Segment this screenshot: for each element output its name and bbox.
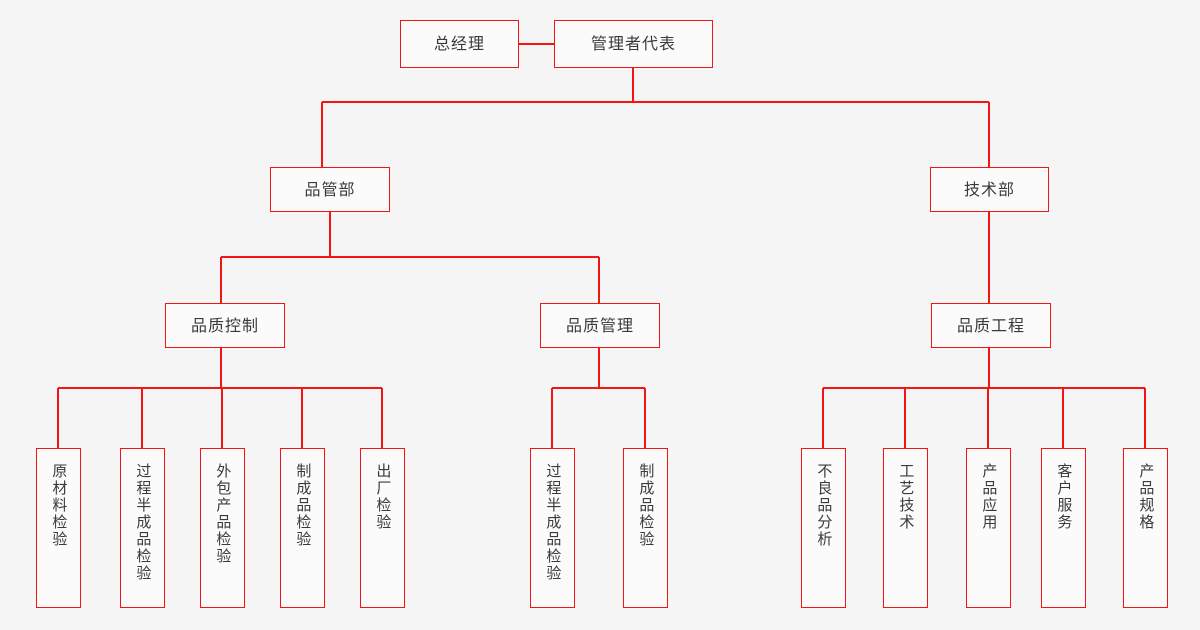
leaf-defect-analysis[interactable]: 不良品分析 [801, 448, 846, 608]
node-quality-management[interactable]: 品质管理 [540, 303, 660, 348]
node-technical-department[interactable]: 技术部 [930, 167, 1049, 212]
leaf-label: 制成品检验 [637, 463, 656, 548]
node-label: 总经理 [433, 34, 485, 54]
leaf-label: 过程半成品检验 [134, 463, 153, 582]
leaf-label: 不良品分析 [815, 463, 834, 548]
leaf-label: 产品规格 [1137, 463, 1156, 531]
leaf-outgoing-inspection[interactable]: 出厂检验 [360, 448, 405, 608]
node-management-representative[interactable]: 管理者代表 [554, 20, 713, 68]
leaf-qm-finished-product-inspection[interactable]: 制成品检验 [623, 448, 668, 608]
node-quality-department[interactable]: 品管部 [270, 167, 390, 212]
node-quality-control[interactable]: 品质控制 [165, 303, 285, 348]
leaf-product-specification[interactable]: 产品规格 [1123, 448, 1168, 608]
leaf-label: 外包产品检验 [214, 463, 233, 565]
leaf-customer-service[interactable]: 客户服务 [1041, 448, 1086, 608]
leaf-label: 原材料检验 [50, 463, 69, 548]
node-label: 品质工程 [956, 315, 1025, 335]
node-label: 品质控制 [190, 315, 259, 335]
leaf-product-application[interactable]: 产品应用 [966, 448, 1011, 608]
leaf-label: 客户服务 [1055, 463, 1074, 531]
node-label: 品质管理 [565, 315, 634, 335]
node-label: 管理者代表 [590, 34, 676, 54]
leaf-qm-in-process-semi-finished-inspection[interactable]: 过程半成品检验 [530, 448, 575, 608]
leaf-process-technology[interactable]: 工艺技术 [883, 448, 928, 608]
node-general-manager[interactable]: 总经理 [400, 20, 519, 68]
leaf-in-process-semi-finished-inspection[interactable]: 过程半成品检验 [120, 448, 165, 608]
node-quality-engineering[interactable]: 品质工程 [931, 303, 1051, 348]
leaf-label: 制成品检验 [294, 463, 313, 548]
node-label: 品管部 [304, 179, 356, 199]
leaf-label: 工艺技术 [897, 463, 916, 531]
node-label: 技术部 [963, 179, 1015, 199]
leaf-label: 出厂检验 [374, 463, 393, 531]
leaf-label: 产品应用 [980, 463, 999, 531]
leaf-raw-material-inspection[interactable]: 原材料检验 [36, 448, 81, 608]
leaf-finished-product-inspection[interactable]: 制成品检验 [280, 448, 325, 608]
leaf-label: 过程半成品检验 [544, 463, 563, 582]
leaf-outsourced-product-inspection[interactable]: 外包产品检验 [200, 448, 245, 608]
